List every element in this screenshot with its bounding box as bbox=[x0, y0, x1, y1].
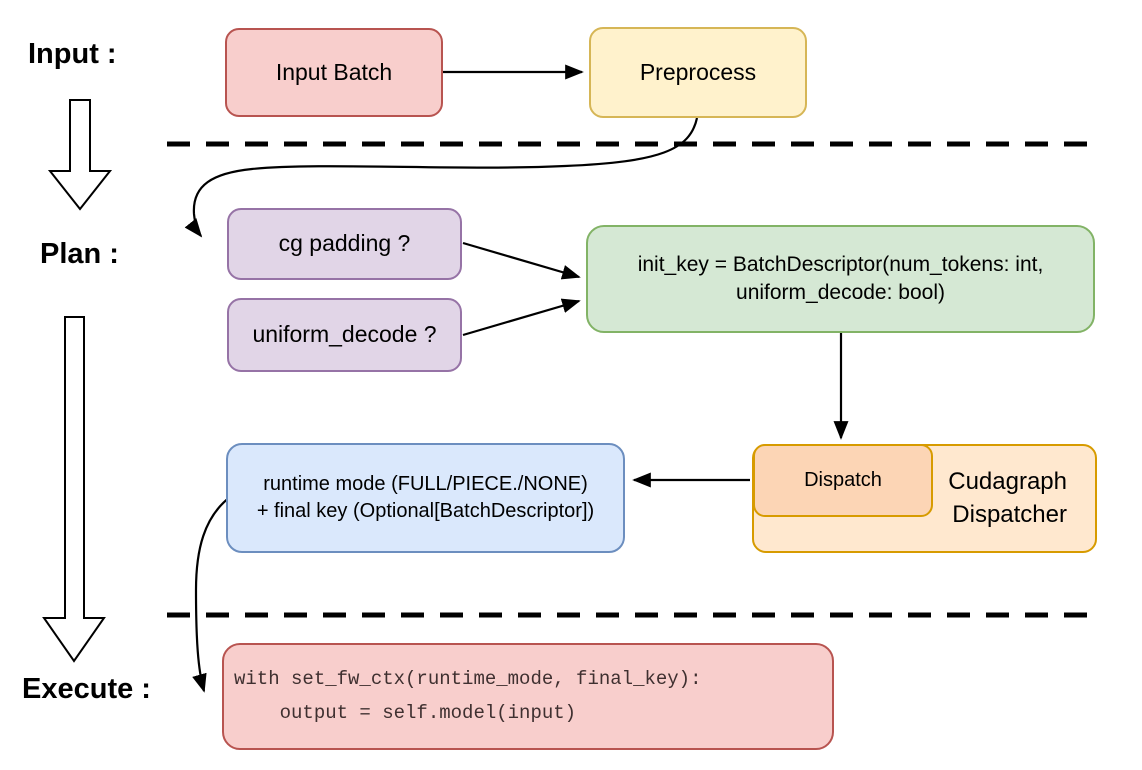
runtime-mode-node: runtime mode (FULL/PIECE./NONE) + final … bbox=[226, 443, 625, 553]
cudagraph-dispatcher-line1: Cudagraph bbox=[948, 468, 1067, 496]
input-batch-label: Input Batch bbox=[275, 58, 393, 85]
uniform-decode-label: uniform_decode ? bbox=[252, 321, 437, 348]
init-key-line2: uniform_decode: bool) bbox=[736, 281, 945, 304]
arrow-cg-padding-to-init-key bbox=[462, 241, 581, 280]
preprocess-label: Preprocess bbox=[639, 58, 757, 85]
execute-code-line2: output = self.model(input) bbox=[234, 701, 577, 724]
init-key-node: init_key = BatchDescriptor(num_tokens: i… bbox=[586, 225, 1095, 333]
execute-code-node: with set_fw_ctx(runtime_mode, final_key)… bbox=[222, 643, 834, 750]
dispatch-label: Dispatch bbox=[804, 469, 882, 491]
arrow-preprocess-to-cg-padding bbox=[184, 117, 699, 238]
dispatch-node: Dispatch bbox=[753, 444, 933, 517]
cg-padding-label: cg padding ? bbox=[278, 230, 411, 257]
stage-label-plan: Plan : bbox=[40, 238, 119, 270]
stage-label-input: Input : bbox=[28, 38, 117, 70]
runtime-mode-line2: + final key (Optional[BatchDescriptor]) bbox=[256, 500, 595, 522]
stage-arrow-plan-to-execute-icon bbox=[42, 316, 106, 663]
init-key-line1: init_key = BatchDescriptor(num_tokens: i… bbox=[637, 252, 1044, 276]
uniform-decode-node: uniform_decode ? bbox=[227, 298, 462, 372]
runtime-mode-line1: runtime mode (FULL/PIECE./NONE) bbox=[263, 473, 588, 495]
execute-code-line1: with set_fw_ctx(runtime_mode, final_key)… bbox=[234, 668, 702, 691]
cg-padding-node: cg padding ? bbox=[227, 208, 462, 280]
input-batch-node: Input Batch bbox=[225, 28, 443, 117]
preprocess-node: Preprocess bbox=[589, 27, 807, 118]
arrow-uniform-decode-to-init-key bbox=[462, 298, 581, 337]
arrow-runtime-mode-to-execute-code bbox=[192, 496, 231, 693]
stage-arrow-input-to-plan-icon bbox=[47, 99, 113, 211]
cudagraph-dispatcher-line2: Dispatcher bbox=[952, 500, 1067, 528]
stage-label-execute: Execute : bbox=[22, 673, 151, 705]
